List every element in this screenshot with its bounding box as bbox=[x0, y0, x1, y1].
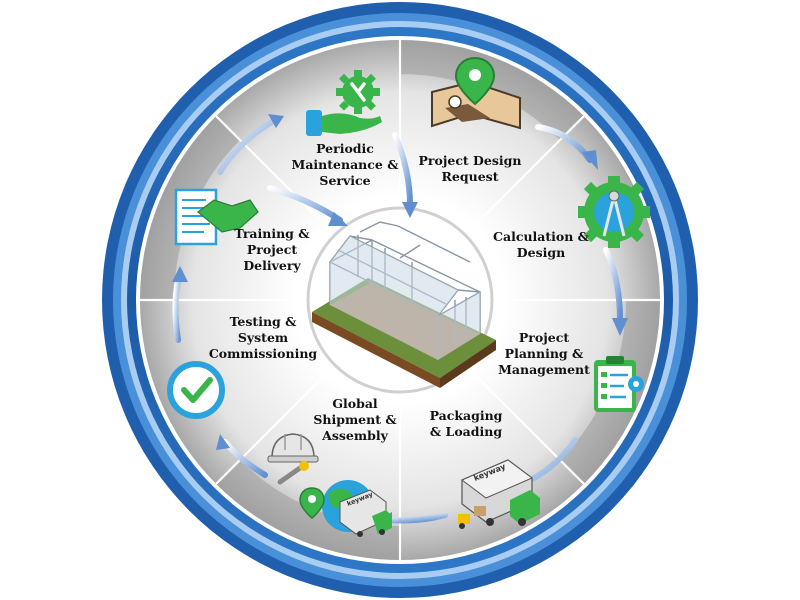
hand-gear-wrench-icon bbox=[306, 70, 382, 136]
step-label-design-request: Project Design Request bbox=[418, 153, 522, 184]
step-label-testing: Testing & System Commissioning bbox=[208, 314, 318, 361]
step-label-packaging: Packaging & Loading bbox=[429, 408, 503, 439]
step-label-planning: Project Planning & Management bbox=[498, 330, 590, 377]
step-label-shipment: Global Shipment & Assembly bbox=[313, 396, 397, 443]
helmet-wrench-icon bbox=[267, 433, 319, 485]
check-circle-icon bbox=[167, 361, 225, 419]
step-label-calc-design: Calculation & Design bbox=[493, 229, 589, 260]
step-label-training: Training & Project Delivery bbox=[234, 226, 310, 273]
step-label-maintenance: Periodic Maintenance & Service bbox=[291, 141, 399, 188]
globe-truck-icon: keyway bbox=[299, 480, 392, 537]
greenhouse-structure-icon bbox=[312, 221, 496, 388]
handshake-document-icon bbox=[174, 188, 259, 246]
map-pin-icon bbox=[431, 56, 521, 130]
checklist-clipboard-icon bbox=[594, 356, 644, 412]
compass-gear-icon bbox=[578, 176, 650, 248]
